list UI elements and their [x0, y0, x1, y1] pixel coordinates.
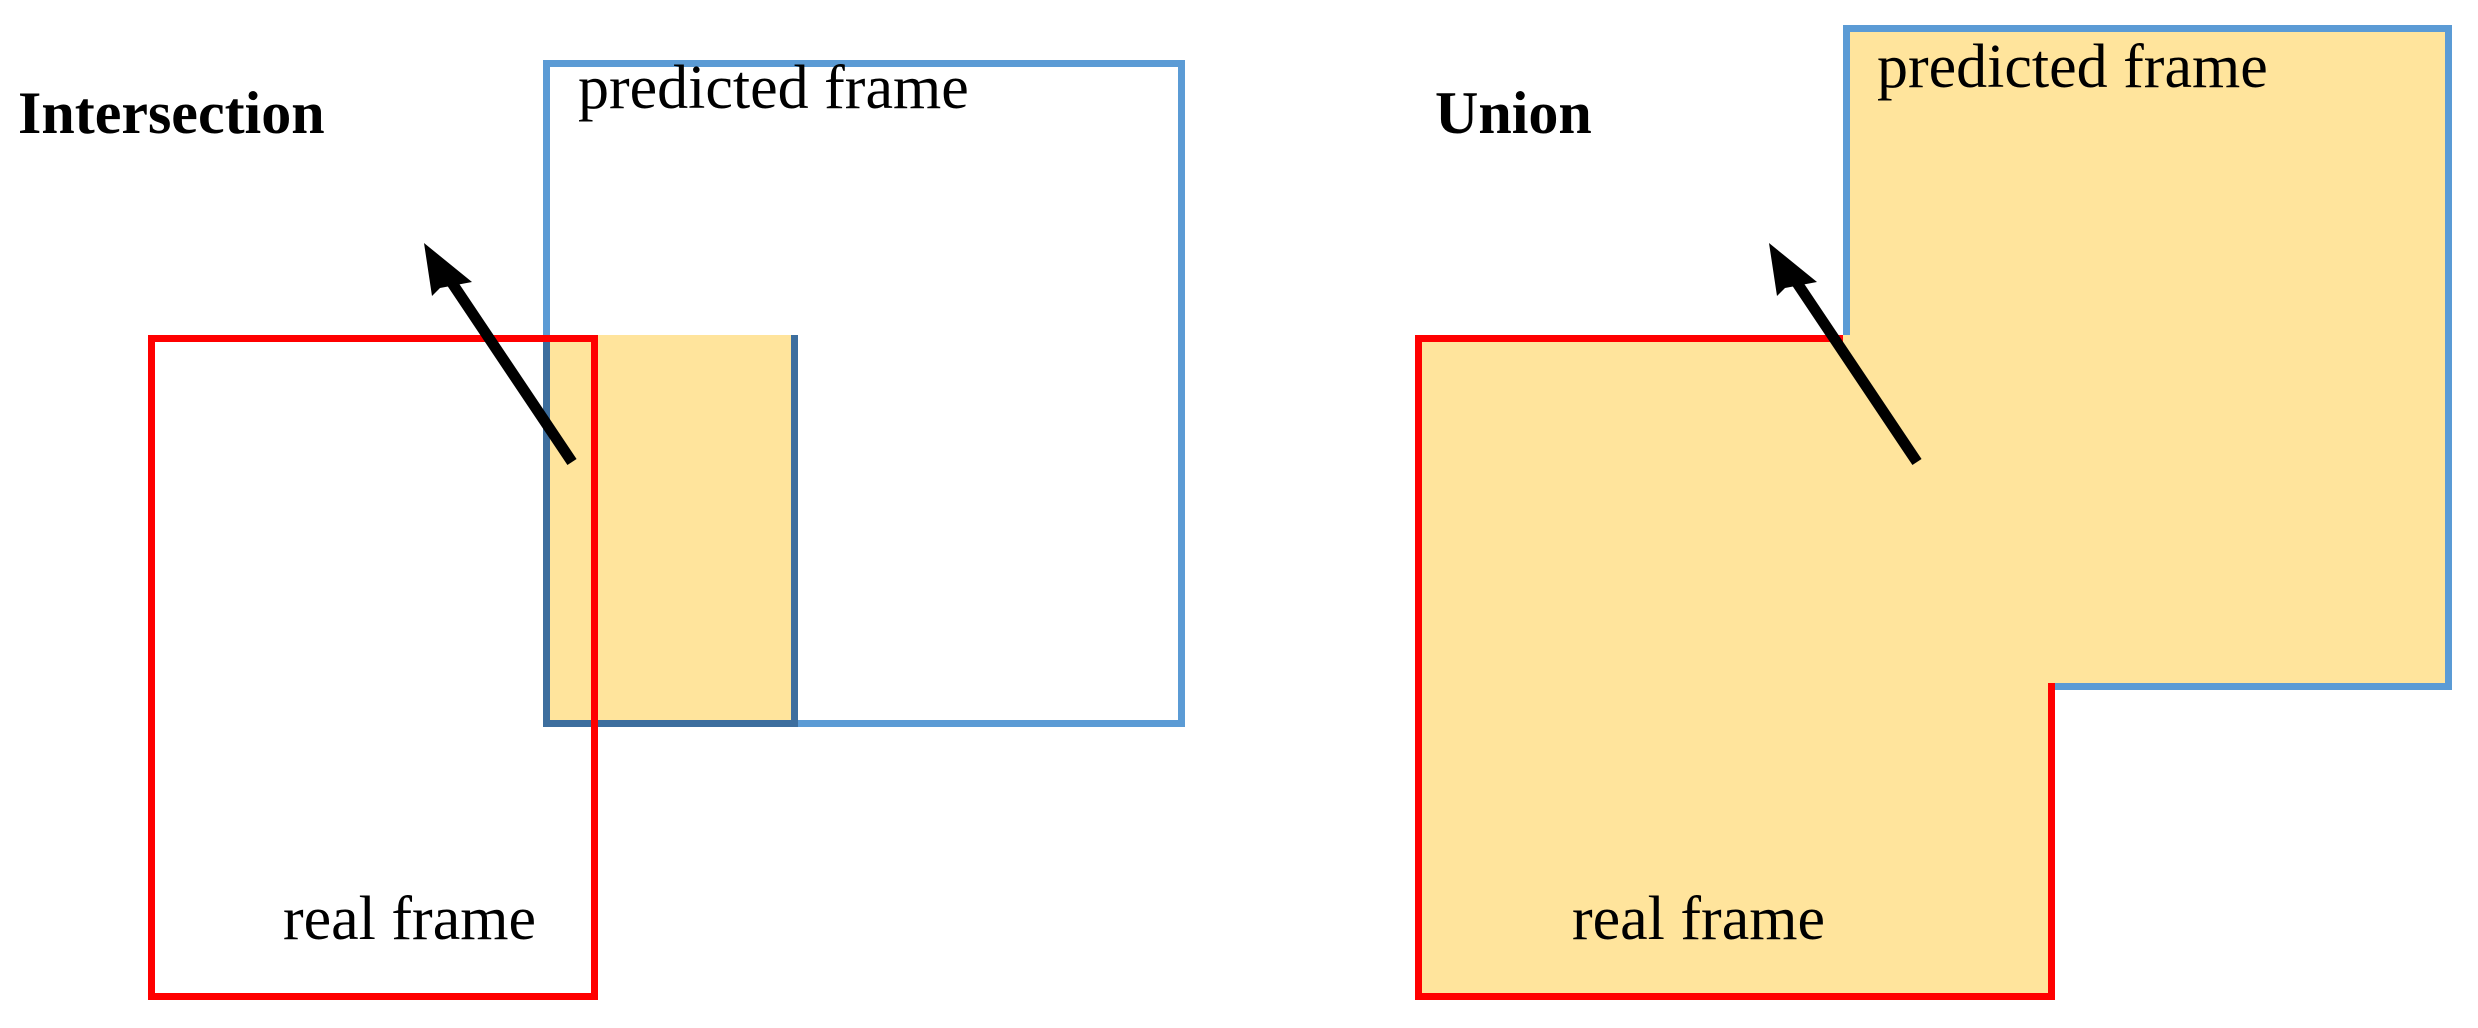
real-frame-top-edge-overlap: [543, 335, 598, 342]
panel-intersection: Intersection predicted frame real frame: [18, 54, 1185, 1000]
real-frame-box: [1415, 335, 2055, 1000]
real-frame-right-edge-lower: [2048, 683, 2055, 1000]
panel-heading-union: Union: [1435, 80, 1592, 146]
predicted-frame-label: predicted frame: [1877, 33, 2268, 101]
real-frame-label: real frame: [283, 885, 536, 953]
union-seam-fill-left: [1843, 335, 1850, 683]
real-frame-right-edge-overlap: [591, 335, 598, 727]
intersection-region: [543, 335, 798, 727]
real-frame-label: real frame: [1572, 885, 1825, 953]
predicted-frame-label: predicted frame: [578, 54, 969, 122]
intersection-left-edge: [543, 335, 550, 727]
union-seam-fill-right: [2048, 342, 2055, 683]
predicted-frame-bottom-edge-right: [2055, 683, 2452, 690]
panel-union: Union predicted frame real frame: [1239, 0, 2478, 1028]
union-seam-fill-top: [1843, 335, 2055, 342]
panel-heading-intersection: Intersection: [18, 80, 325, 146]
